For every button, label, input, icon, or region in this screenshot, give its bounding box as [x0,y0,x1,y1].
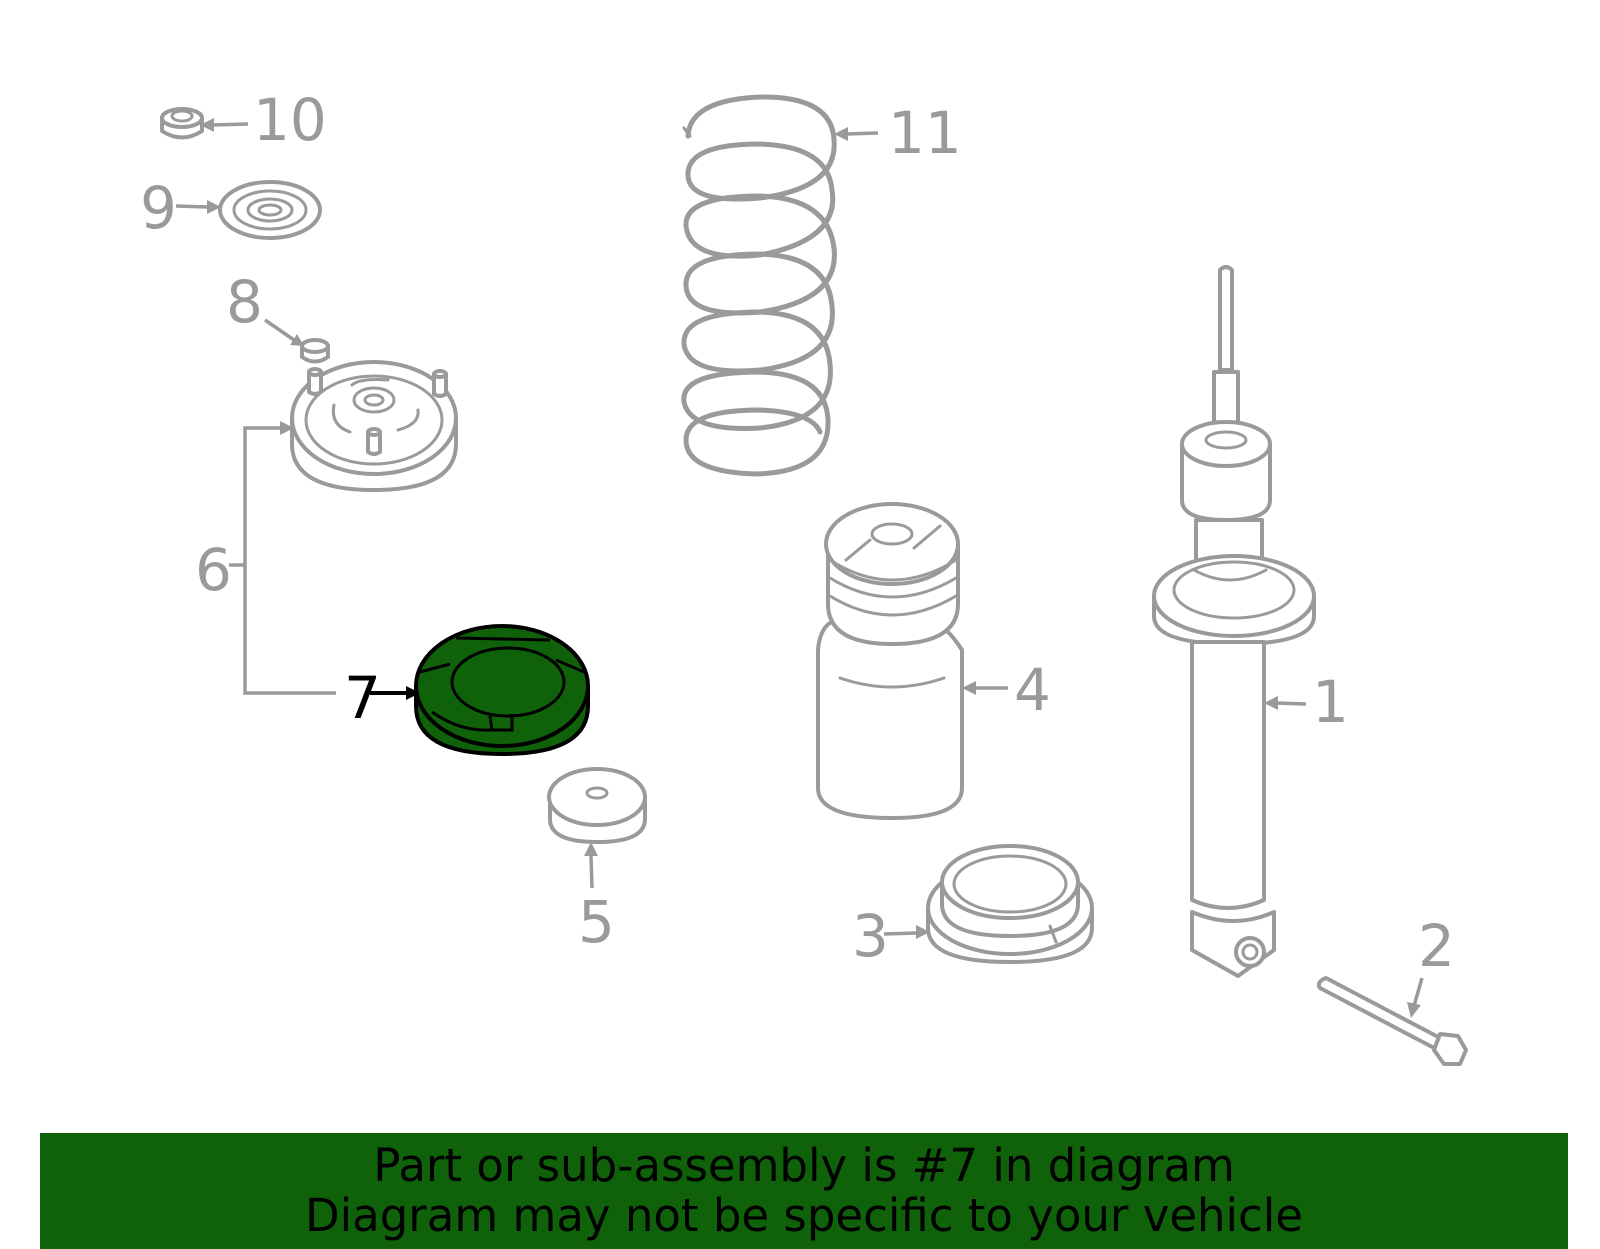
callout-5: 5 [578,888,615,956]
part-6-strut-mount[interactable] [290,360,458,492]
banner-line-2: Diagram may not be specific to your vehi… [305,1189,1303,1242]
part-1-shock-absorber[interactable] [1152,265,1316,978]
callout-8: 8 [226,268,263,336]
part-9-washer[interactable] [218,180,322,240]
leader-1 [1264,696,1307,710]
leader-2 [1407,977,1424,1018]
callout-10: 10 [253,86,327,154]
part-8-nut[interactable] [300,338,330,364]
leader-4 [962,681,1008,695]
callout-7: 7 [344,664,381,732]
callout-9: 9 [140,174,177,242]
leader-9 [175,200,221,214]
leader-3 [883,925,930,939]
part-4-dust-boot[interactable] [816,502,964,820]
callout-4: 4 [1014,656,1051,724]
leader-5 [584,842,598,889]
part-5-bump-pad[interactable] [547,767,647,844]
callout-3: 3 [852,902,889,970]
part-10-cap[interactable] [160,107,204,140]
part-7-spring-insulator[interactable] [414,624,590,756]
callout-1: 1 [1312,668,1349,736]
leader-11 [834,127,879,141]
leader-10 [200,118,249,132]
callout-11: 11 [888,99,962,167]
callout-2: 2 [1418,912,1455,980]
leader-6 [229,421,336,695]
part-2-bolt[interactable] [1316,976,1468,1066]
banner-line-1: Part or sub-assembly is #7 in diagram [373,1139,1235,1192]
part-3-lower-seat[interactable] [926,844,1094,964]
callout-6: 6 [195,536,232,604]
part-11-coil-spring[interactable] [681,94,837,477]
info-banner: Part or sub-assembly is #7 in diagram Di… [40,1133,1568,1249]
leader-8 [264,318,304,346]
leader-7 [370,686,420,700]
